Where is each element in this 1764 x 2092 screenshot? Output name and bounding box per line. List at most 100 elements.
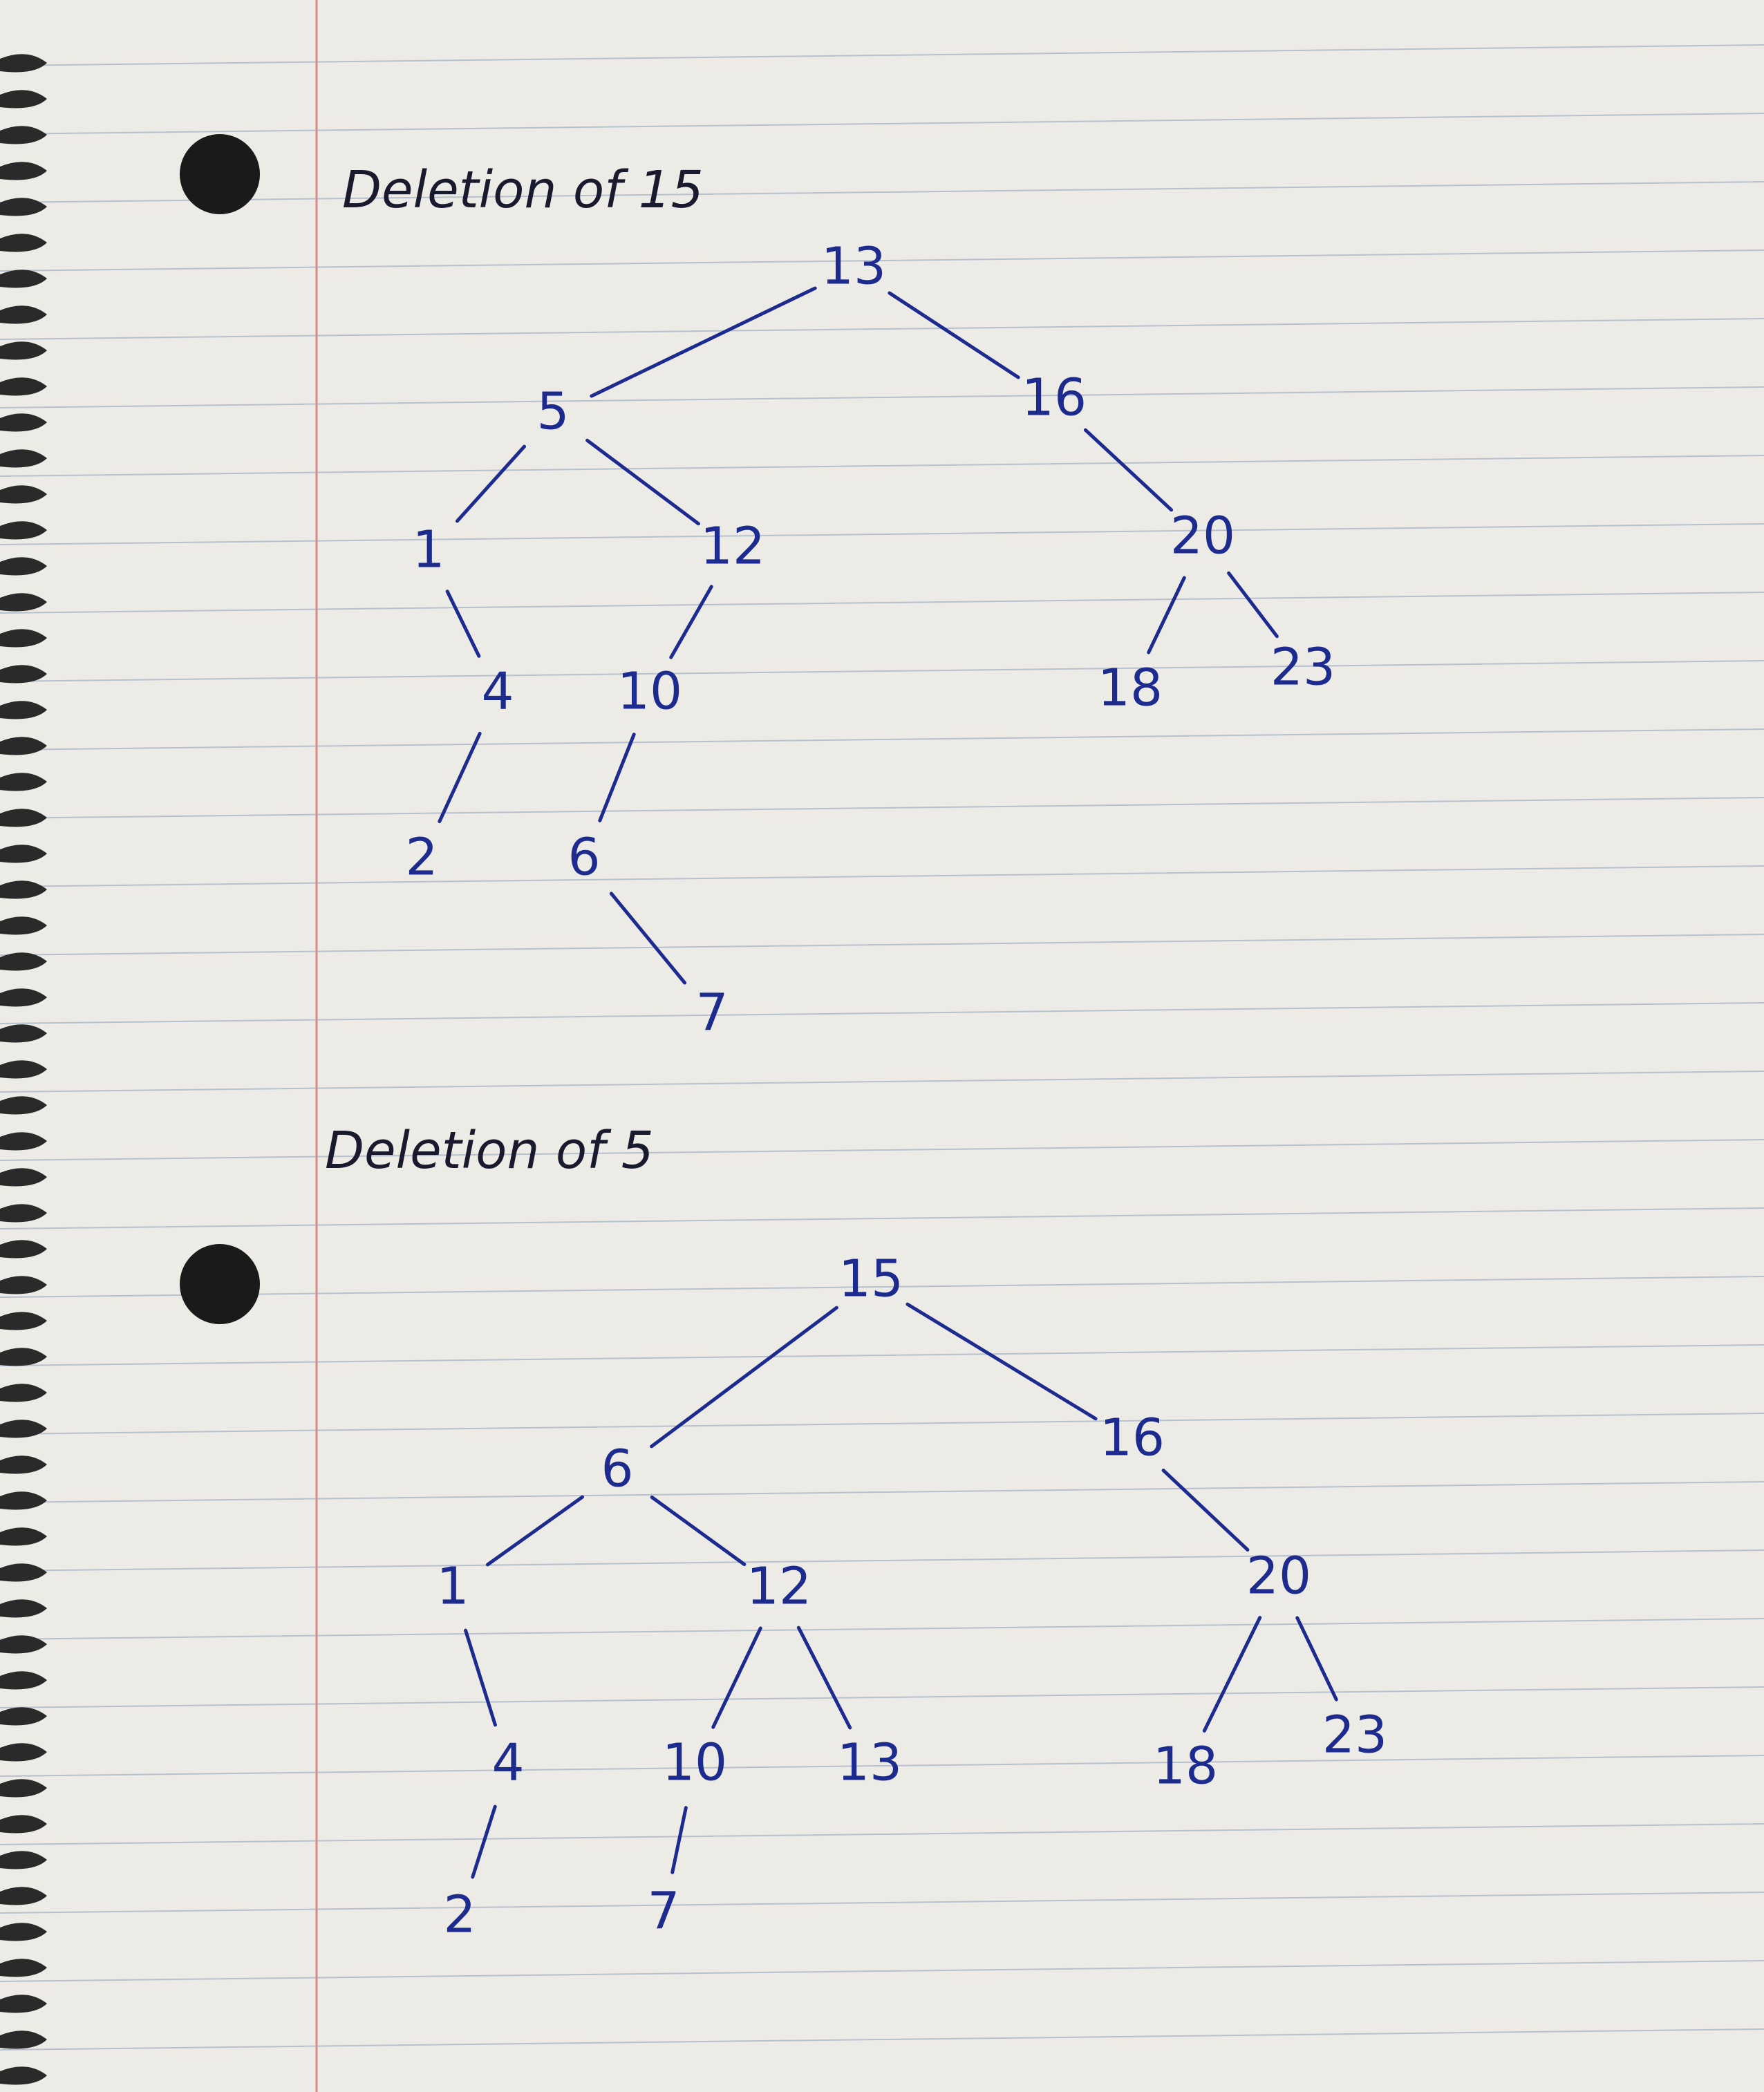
tree-node-2: 2 — [443, 1885, 476, 1945]
spiral-coil — [0, 54, 47, 73]
spiral-coil — [0, 1204, 47, 1223]
tree-node-2: 2 — [405, 828, 438, 887]
ruled-line — [0, 455, 1764, 477]
edge-n6-n7 — [609, 892, 687, 985]
ruled-line — [0, 1823, 1764, 1845]
edge-n4-n2 — [438, 731, 482, 824]
edge-m20-m18 — [1202, 1616, 1262, 1733]
edge-n1-n4 — [445, 590, 481, 658]
edge-n16-n20 — [1083, 428, 1174, 512]
ruled-line — [0, 1002, 1764, 1024]
edge-n5-n12 — [585, 438, 700, 526]
ruled-line — [0, 1549, 1764, 1572]
spiral-coil — [0, 1491, 47, 1510]
spiral-coil — [0, 880, 47, 899]
spiral-coil — [0, 1851, 47, 1869]
ruled-line — [0, 1481, 1764, 1503]
tree-node-6: 6 — [601, 1440, 633, 1499]
tree-node-1: 1 — [436, 1557, 469, 1617]
tree-node-10: 10 — [617, 662, 682, 722]
spiral-coil — [0, 1240, 47, 1259]
spiral-coil — [0, 1168, 47, 1187]
ruled-line — [0, 1892, 1764, 1914]
edge-m10-m7 — [670, 1806, 688, 1874]
spiral-binding — [0, 54, 47, 2085]
spiral-coil — [0, 1563, 47, 1582]
tree-node-10: 10 — [662, 1733, 727, 1793]
spiral-coil — [0, 1527, 47, 1546]
ruled-line — [0, 1207, 1764, 1229]
edge-n20-n23 — [1227, 571, 1279, 639]
edge-m6-m1 — [485, 1495, 585, 1567]
spiral-coil — [0, 1420, 47, 1438]
edge-n13-n16 — [888, 291, 1020, 379]
tree-node-7: 7 — [647, 1882, 679, 1941]
spiral-coil — [0, 1060, 47, 1079]
spiral-coil — [0, 1923, 47, 1941]
tree-node-12: 12 — [747, 1557, 811, 1617]
ruled-line — [0, 592, 1764, 614]
spiral-coil — [0, 1455, 47, 1474]
spiral-coil — [0, 809, 47, 827]
ruled-line — [0, 1755, 1764, 1777]
binder-hole-top — [180, 134, 260, 214]
edge-m16-m20 — [1161, 1469, 1250, 1552]
tree-node-5: 5 — [536, 382, 569, 442]
spiral-coil — [0, 665, 47, 684]
tree-node-4: 4 — [481, 662, 514, 722]
ruled-line — [0, 2028, 1764, 2051]
diagram-title-deletion-15: Deletion of 15 — [342, 160, 704, 220]
spiral-coil — [0, 485, 47, 504]
edge-n5-n1 — [455, 444, 527, 523]
edge-m6-m12 — [650, 1495, 747, 1567]
tree-node-15: 15 — [838, 1250, 903, 1309]
ruled-line — [0, 1618, 1764, 1640]
tree-node-6: 6 — [567, 828, 600, 887]
spiral-coil — [0, 126, 47, 144]
tree-node-13: 13 — [837, 1733, 902, 1793]
spiral-coil — [0, 773, 47, 791]
ruled-line — [0, 1960, 1764, 1982]
edge-m4-m2 — [471, 1804, 497, 1879]
spiral-coil — [0, 988, 47, 1007]
ruled-line — [0, 1139, 1764, 1161]
tree-node-13: 13 — [821, 237, 886, 296]
spiral-coil — [0, 341, 47, 360]
spiral-coil — [0, 234, 47, 252]
spiral-coil — [0, 952, 47, 971]
ruled-line — [0, 318, 1764, 340]
spiral-coil — [0, 377, 47, 396]
spiral-coil — [0, 1995, 47, 2013]
spiral-coil — [0, 1024, 47, 1043]
ruled-line — [0, 523, 1764, 545]
ruled-line — [0, 934, 1764, 956]
tree-node-18: 18 — [1153, 1737, 1218, 1796]
tree-node-4: 4 — [491, 1733, 524, 1793]
ruled-line — [0, 728, 1764, 751]
spiral-coil — [0, 1132, 47, 1151]
ruled-line — [0, 1071, 1764, 1093]
tree-node-7: 7 — [695, 983, 728, 1043]
edge-m12-m13 — [796, 1625, 852, 1730]
tree-node-20: 20 — [1246, 1547, 1311, 1606]
ruled-line — [0, 865, 1764, 887]
spiral-coil — [0, 90, 47, 109]
spiral-coil — [0, 845, 47, 863]
tree-node-23: 23 — [1322, 1706, 1387, 1765]
edge-m12-m10 — [711, 1626, 762, 1729]
spiral-coil — [0, 449, 47, 468]
ruled-lines — [0, 44, 1764, 2051]
ruled-line — [0, 113, 1764, 135]
spiral-coil — [0, 198, 47, 216]
edge-m1-m4 — [464, 1628, 497, 1727]
spiral-coil — [0, 1779, 47, 1798]
spiral-coil — [0, 162, 47, 180]
spiral-coil — [0, 1707, 47, 1726]
tree-node-16: 16 — [1022, 368, 1087, 428]
spiral-coil — [0, 521, 47, 540]
ruled-line — [0, 797, 1764, 819]
diagram-title-deletion-5: Deletion of 5 — [325, 1121, 654, 1180]
